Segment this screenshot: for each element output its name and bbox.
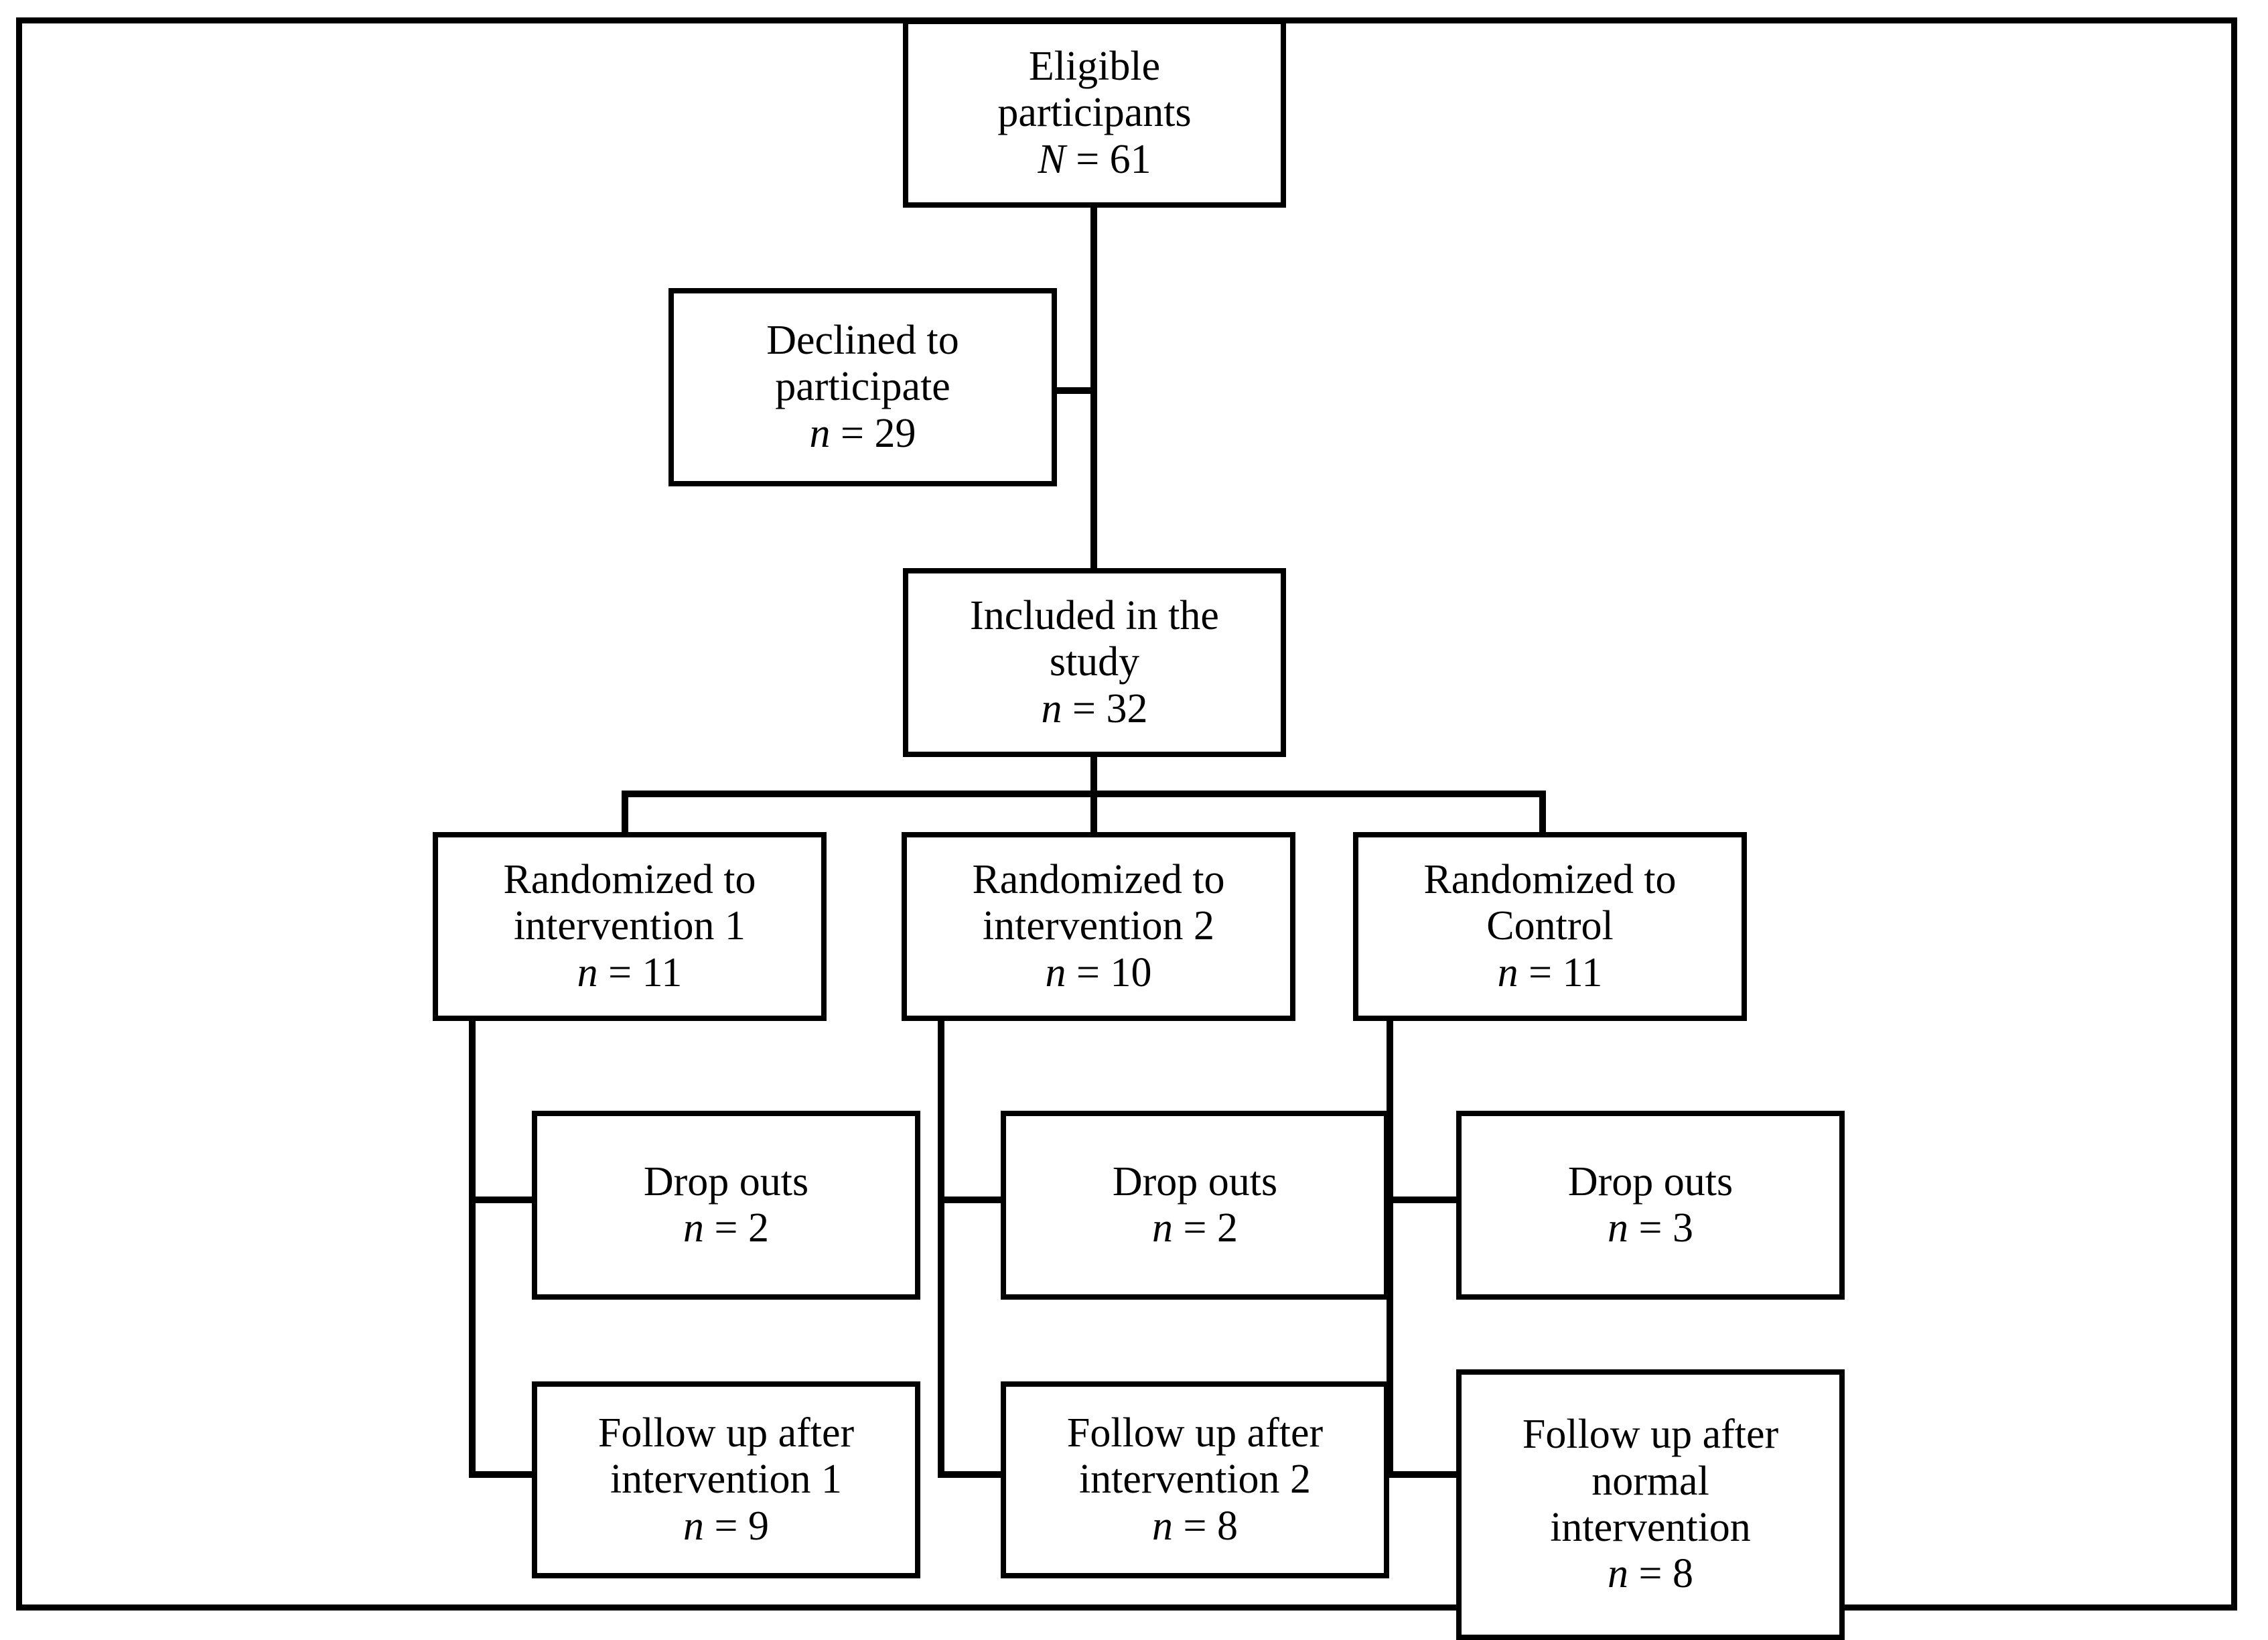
connector-spine-column-2 [938, 1016, 944, 1478]
node-included-in-the-study[interactable]: Included in the study n = 32 [903, 568, 1286, 757]
stat-eq: = [1628, 1551, 1673, 1597]
node-line-1: Drop outs [1567, 1158, 1733, 1205]
node-count: n = 8 [1152, 1503, 1238, 1550]
stat-value: 11 [1562, 949, 1603, 996]
diagram-outer-border [16, 17, 2237, 1611]
node-count: n = 29 [810, 411, 916, 457]
node-followup-intervention-1[interactable]: Follow up after intervention 1 n = 9 [532, 1381, 920, 1578]
stat-value: 2 [748, 1205, 769, 1251]
node-count: N = 61 [1038, 137, 1151, 183]
stat-symbol: n [1608, 1205, 1629, 1251]
node-count: n = 2 [1152, 1205, 1238, 1251]
stat-eq: = [704, 1503, 748, 1549]
node-line-2: intervention 2 [1078, 1456, 1312, 1503]
stat-value: 61 [1109, 136, 1151, 182]
stat-eq: = [1173, 1205, 1217, 1251]
stat-eq: = [1173, 1503, 1217, 1549]
node-line-1: Declined to [766, 317, 959, 363]
connector-spine-2-to-dropouts [938, 1197, 1005, 1203]
node-dropouts-control[interactable]: Drop outs n = 3 [1456, 1111, 1845, 1300]
connector-randomization-bus [622, 791, 1546, 797]
node-count: n = 9 [683, 1503, 769, 1550]
stat-value: 32 [1106, 685, 1148, 732]
stat-symbol: n [1041, 685, 1062, 732]
stat-eq: = [1066, 949, 1111, 996]
node-line-1: Included in the [970, 592, 1219, 638]
stat-eq: = [1628, 1205, 1673, 1251]
node-line-2: study [1049, 639, 1140, 685]
node-dropouts-intervention-2[interactable]: Drop outs n = 2 [1001, 1111, 1389, 1300]
node-dropouts-intervention-1[interactable]: Drop outs n = 2 [532, 1111, 920, 1300]
connector-trunk-to-declined [1045, 387, 1097, 394]
connector-included-to-bus [1090, 754, 1097, 796]
node-line-1: Randomized to [503, 856, 756, 902]
stat-eq: = [1062, 685, 1107, 732]
stat-value: 8 [1672, 1551, 1693, 1597]
stat-symbol: n [683, 1503, 705, 1549]
stat-eq: = [704, 1205, 748, 1251]
node-count: n = 32 [1042, 686, 1148, 732]
node-eligible-participants[interactable]: Eligible participants N = 61 [903, 19, 1286, 208]
stat-symbol: n [1045, 949, 1066, 996]
node-line-1: Drop outs [643, 1158, 809, 1205]
stat-value: 11 [642, 949, 683, 996]
stat-symbol: n [683, 1205, 705, 1251]
stat-symbol: n [1152, 1503, 1174, 1549]
connector-spine-column-1 [469, 1016, 476, 1478]
stat-value: 10 [1110, 949, 1152, 996]
stat-symbol: n [1497, 949, 1518, 996]
node-line-1: Follow up after [597, 1410, 855, 1456]
connector-spine-1-to-followup [469, 1471, 536, 1478]
node-line-1: Randomized to [1423, 856, 1677, 902]
node-line-3: intervention [1550, 1505, 1751, 1550]
node-line-2: Control [1486, 903, 1614, 949]
node-count: n = 3 [1608, 1205, 1693, 1251]
stat-symbol: n [577, 949, 598, 996]
stat-symbol: N [1038, 136, 1066, 182]
node-count: n = 11 [1498, 950, 1603, 996]
stat-value: 9 [748, 1503, 769, 1549]
node-line-2: intervention 1 [610, 1456, 843, 1503]
node-line-1: Drop outs [1112, 1158, 1278, 1205]
stat-symbol: n [1152, 1205, 1174, 1251]
stat-eq: = [830, 410, 875, 456]
stat-eq: = [1518, 949, 1563, 996]
stat-eq: = [597, 949, 642, 996]
node-count: n = 10 [1046, 950, 1152, 996]
connector-spine-3-to-followup [1387, 1471, 1460, 1478]
node-followup-intervention-2[interactable]: Follow up after intervention 2 n = 8 [1001, 1381, 1389, 1578]
node-line-1: Follow up after [1066, 1410, 1324, 1456]
node-line-2: participants [997, 90, 1192, 136]
node-randomized-to-intervention-1[interactable]: Randomized to intervention 1 n = 11 [433, 832, 827, 1021]
connector-bus-to-rand-2 [1090, 791, 1097, 835]
stat-value: 29 [874, 410, 916, 456]
stat-value: 2 [1216, 1205, 1238, 1251]
node-count: n = 11 [577, 950, 683, 996]
connector-bus-to-rand-1 [622, 791, 628, 835]
node-count: n = 2 [683, 1205, 769, 1251]
node-line-2: normal [1591, 1458, 1709, 1504]
node-declined-to-participate[interactable]: Declined to participate n = 29 [668, 288, 1057, 486]
node-randomized-to-intervention-2[interactable]: Randomized to intervention 2 n = 10 [902, 832, 1295, 1021]
connector-spine-1-to-dropouts [469, 1197, 536, 1203]
node-line-1: Follow up after [1522, 1412, 1779, 1458]
stat-value: 3 [1672, 1205, 1693, 1251]
stat-eq: = [1065, 136, 1110, 182]
stat-symbol: n [1608, 1551, 1629, 1597]
connector-spine-2-to-followup [938, 1471, 1005, 1478]
stat-symbol: n [809, 410, 831, 456]
node-count: n = 8 [1608, 1551, 1693, 1597]
connector-spine-column-3 [1387, 1016, 1393, 1478]
node-line-2: participate [775, 364, 950, 410]
node-line-2: intervention 1 [513, 903, 746, 949]
node-line-1: Randomized to [972, 856, 1225, 902]
stat-value: 8 [1216, 1503, 1238, 1549]
node-line-1: Eligible [1028, 43, 1161, 89]
connector-bus-to-rand-control [1539, 791, 1546, 835]
connector-spine-3-to-dropouts [1387, 1197, 1460, 1203]
node-followup-control[interactable]: Follow up after normal intervention n = … [1456, 1369, 1845, 1640]
node-randomized-to-control[interactable]: Randomized to Control n = 11 [1353, 832, 1747, 1021]
node-line-2: intervention 2 [982, 903, 1215, 949]
